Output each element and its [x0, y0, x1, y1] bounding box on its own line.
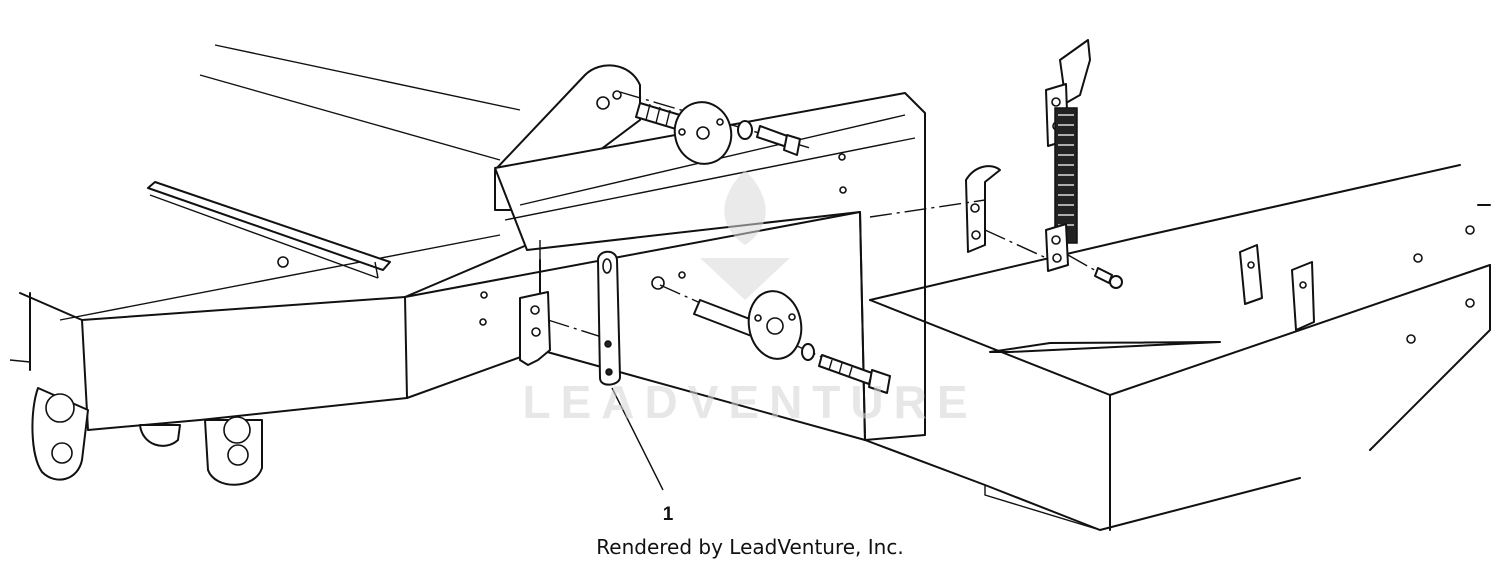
left-deck: [9, 44, 528, 486]
hook-bracket: [869, 165, 1056, 263]
callout-label-1: 1: [663, 504, 674, 525]
left-bracket: [519, 291, 606, 366]
watermark-text: LEADVENTURE: [522, 376, 977, 428]
part-1-strap: [597, 250, 664, 491]
upper-bolt-assembly: [619, 91, 811, 165]
right-deck: [864, 164, 1491, 531]
spring-latch: [1045, 39, 1123, 289]
watermark: LEADVENTURE: [522, 170, 977, 428]
credit-text: Rendered by LeadVenture, Inc.: [596, 535, 903, 559]
lower-bolt-assembly: [659, 284, 891, 394]
